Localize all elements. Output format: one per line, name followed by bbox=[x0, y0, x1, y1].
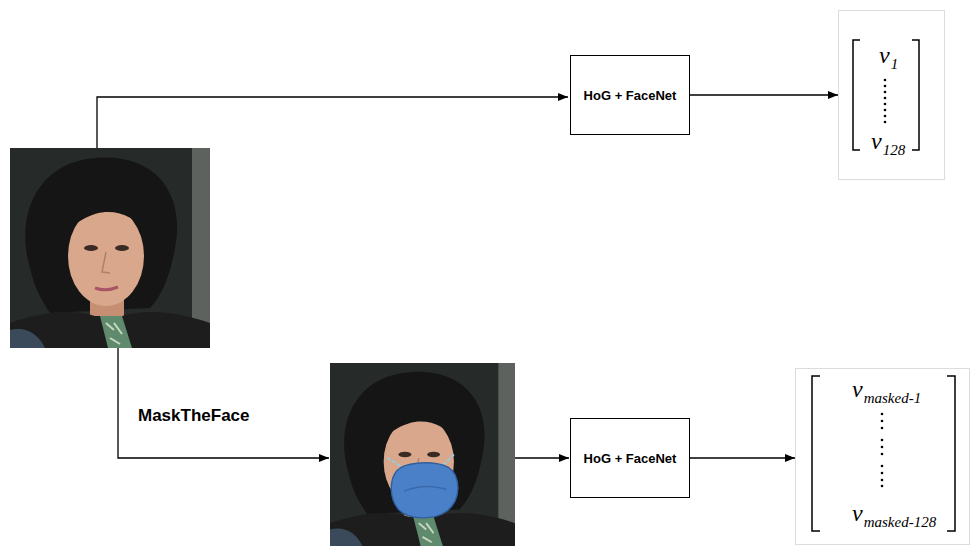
vector-symbol: v bbox=[852, 501, 863, 525]
vector-box: v1v128 bbox=[838, 10, 945, 180]
vector-subscript: 128 bbox=[883, 143, 906, 158]
vector-symbol: v bbox=[871, 129, 882, 153]
box-label: HoG + FaceNet bbox=[584, 88, 677, 103]
flow-arrow bbox=[690, 457, 795, 458]
vector-symbol: v bbox=[879, 43, 890, 67]
vector-subscript: 1 bbox=[891, 57, 899, 72]
process-box: HoG + FaceNet bbox=[570, 418, 690, 498]
flow-wires bbox=[97, 97, 569, 458]
vector-box: vmasked-1vmasked-128 bbox=[795, 368, 970, 545]
step-label: MaskTheFace bbox=[138, 406, 250, 425]
process-box: HoG + FaceNet bbox=[570, 55, 690, 135]
vector-symbol: v bbox=[852, 377, 863, 401]
flow-arrow bbox=[690, 94, 838, 95]
masked-face-photo bbox=[330, 363, 515, 546]
vector-subscript: masked-1 bbox=[864, 391, 921, 406]
box-label: HoG + FaceNet bbox=[584, 451, 677, 466]
vector-brackets bbox=[812, 40, 955, 531]
face-photo bbox=[10, 148, 210, 348]
vector-subscript: masked-128 bbox=[864, 515, 936, 530]
